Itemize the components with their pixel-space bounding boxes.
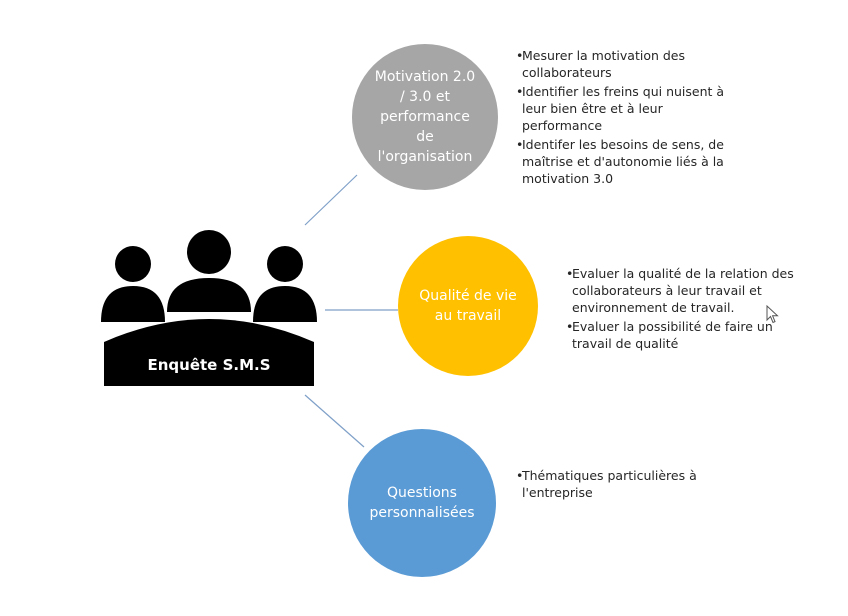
meeting-group-icon — [101, 230, 317, 386]
qualite-bullets: Evaluer la qualité de la relation des co… — [566, 265, 801, 354]
meeting-table — [104, 319, 314, 386]
person-left-body — [101, 286, 165, 322]
qualite-circle: Qualité de vie au travail — [398, 236, 538, 376]
center-title: Enquête S.M.S — [147, 356, 271, 374]
bullet-item: Identifier les freins qui nuisent à leur… — [516, 83, 746, 134]
bullet-item: Evaluer la qualité de la relation des co… — [566, 265, 801, 316]
motivation-bullets: Mesurer la motivation des collaborateurs… — [516, 47, 746, 189]
person-center-body — [167, 278, 251, 312]
mouse-pointer-icon — [766, 305, 779, 324]
questions-circle: Questions personnalisées — [348, 429, 496, 577]
bullet-item: Thématiques particulières à l'entreprise — [516, 467, 736, 501]
bullet-item: Identifer les besoins de sens, de maîtri… — [516, 136, 746, 187]
person-left-head — [115, 246, 151, 282]
bullet-item: Mesurer la motivation des collaborateurs — [516, 47, 746, 81]
connector-motivation — [304, 174, 358, 226]
questions-bullets: Thématiques particulières à l'entreprise — [516, 467, 736, 503]
connector-questions — [304, 394, 365, 448]
person-right-body — [253, 286, 317, 322]
bullet-item: Evaluer la possibilité de faire un trava… — [566, 318, 801, 352]
person-right-head — [267, 246, 303, 282]
motivation-circle: Motivation 2.0 / 3.0 et performance de l… — [352, 44, 498, 190]
person-center-head — [187, 230, 231, 274]
